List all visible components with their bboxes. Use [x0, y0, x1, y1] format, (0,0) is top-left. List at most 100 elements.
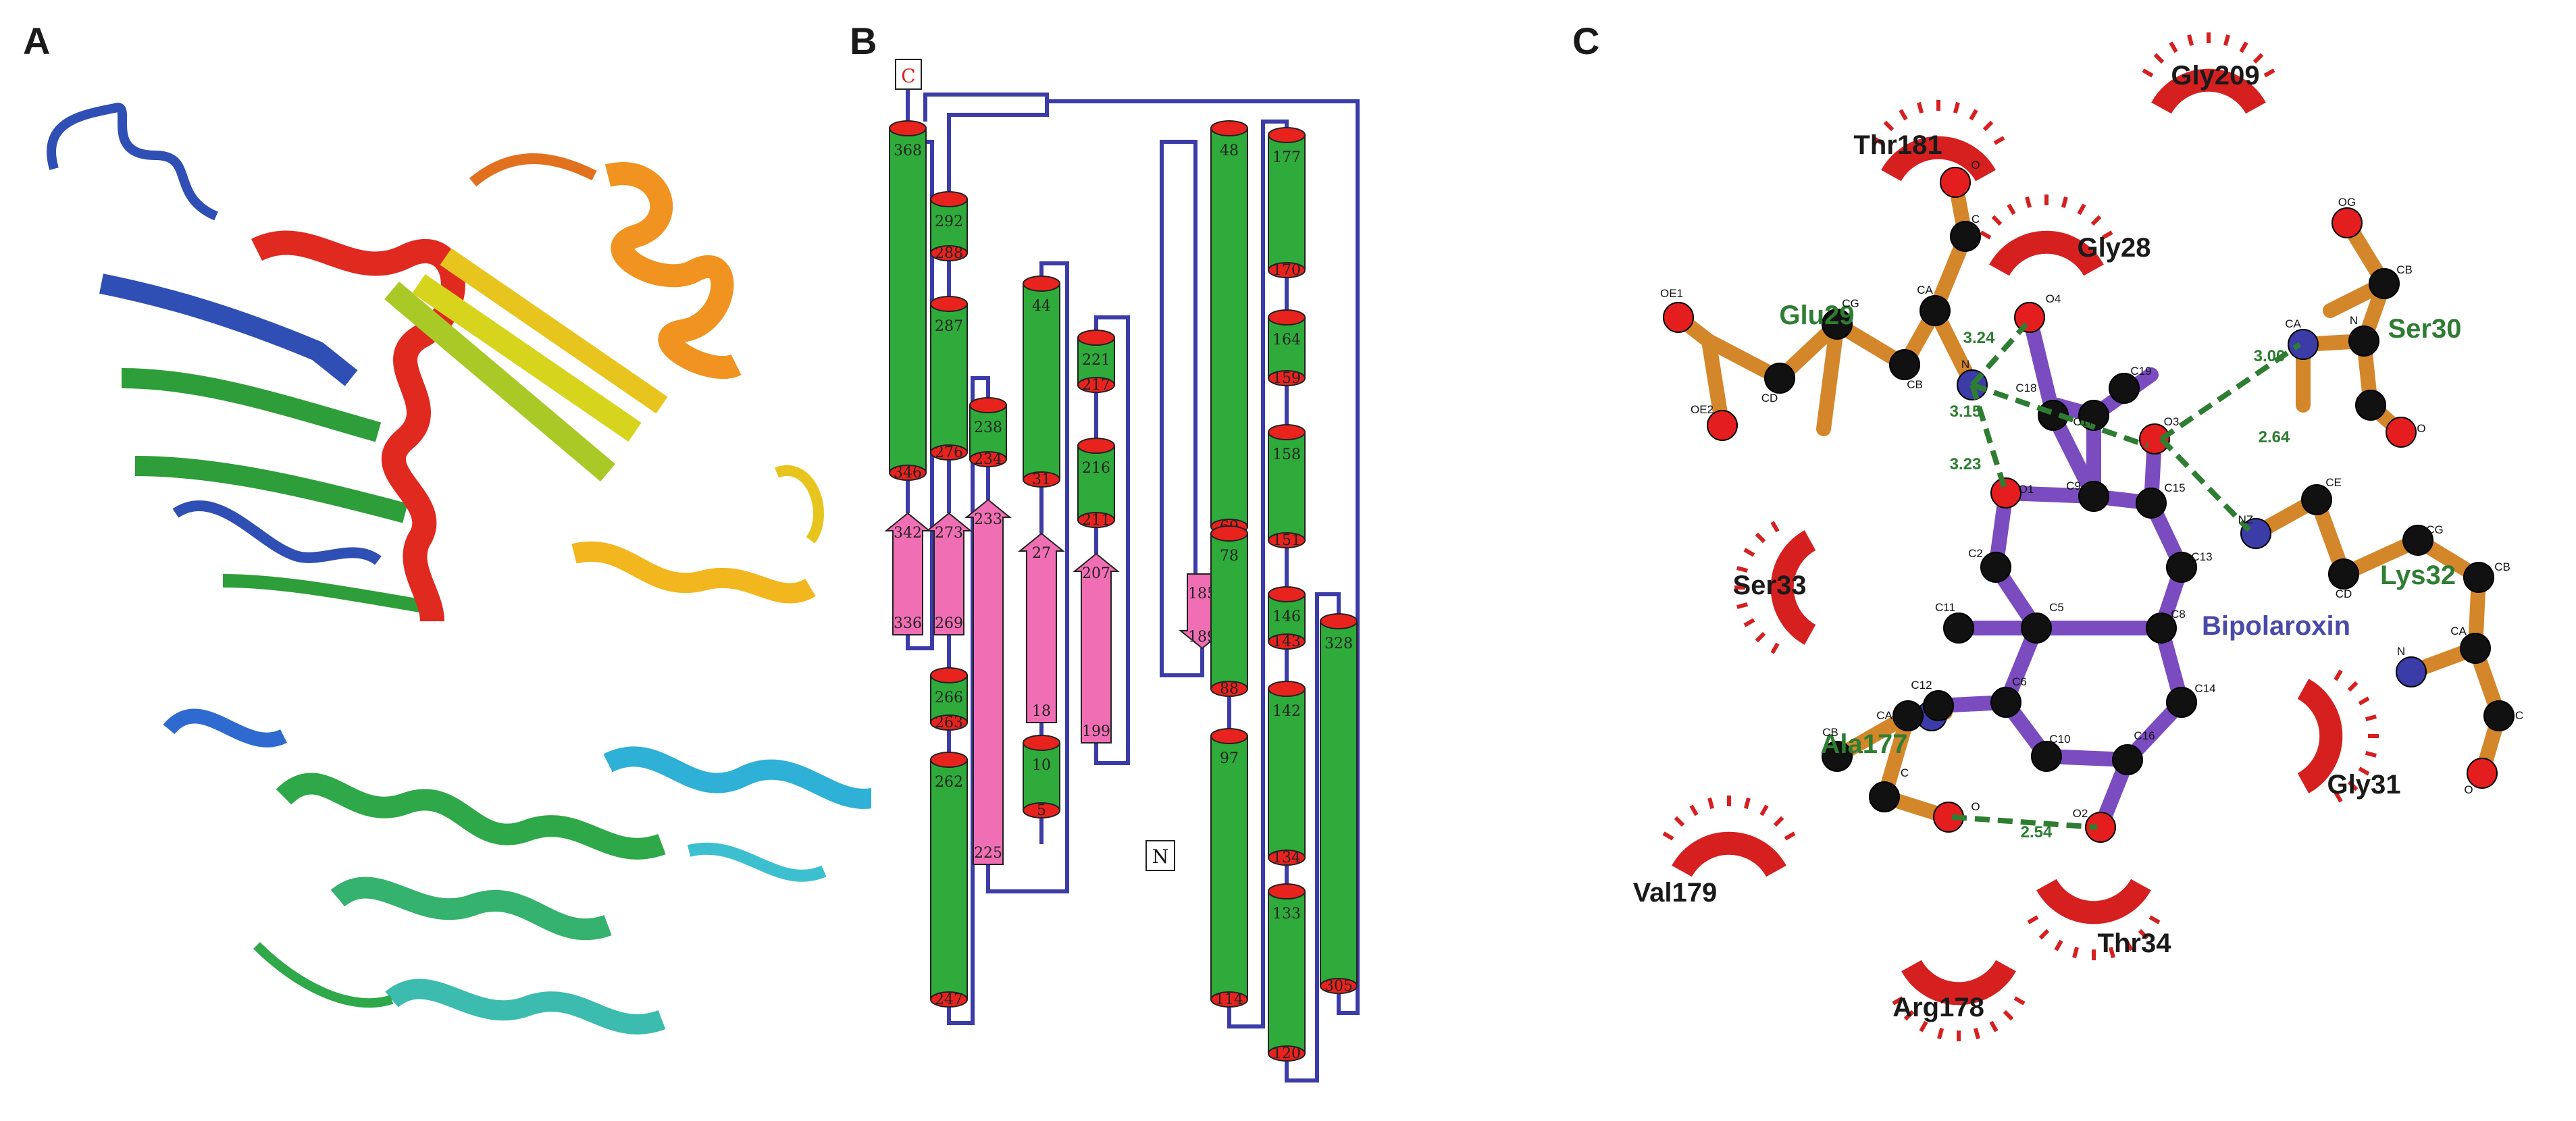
hbond-distance-label: 3.23 — [1950, 455, 1982, 473]
ligand-bond — [2022, 310, 2061, 423]
atom-label: OE2 — [1691, 403, 1714, 416]
helix-bottom-cap — [1268, 850, 1306, 866]
hydrophobic-spoke — [1759, 804, 1769, 816]
atom-label: O — [2417, 422, 2425, 435]
helix-cylinder — [930, 303, 968, 453]
atom-label: C18 — [2015, 382, 2036, 394]
ligand-o2 — [2085, 812, 2116, 843]
ligand-c5 — [2021, 612, 2052, 644]
topology-loop — [1160, 140, 1204, 677]
lys32-cd — [2328, 558, 2359, 590]
hydrophobic-spoke — [2101, 230, 2113, 240]
helix-top-cap — [1320, 613, 1358, 629]
helix-cylinder — [1268, 432, 1306, 541]
helix-end-label: 234 — [974, 451, 1002, 468]
ala177-cb — [1822, 741, 1853, 772]
hydrophobic-spoke — [1743, 798, 1751, 810]
helix-end-label: 143 — [1272, 633, 1301, 650]
hydrophobic-spoke — [1919, 1020, 1928, 1033]
strand-start-label: 273 — [935, 525, 963, 542]
hbond-distance-label: 2.54 — [2021, 823, 2053, 841]
helix-bottom-cap — [1210, 991, 1248, 1008]
helix-start-label: 78 — [1220, 548, 1239, 565]
strand-end-label: 269 — [935, 615, 963, 632]
helix-bottom-cap — [1077, 377, 1115, 393]
atom-label: NZ — [2238, 513, 2254, 526]
helix-start-label: 238 — [974, 419, 1002, 436]
hydrophobic-spoke — [2252, 53, 2264, 64]
helix-top-cap — [930, 752, 968, 768]
hydrophobic-spoke — [1773, 816, 1784, 827]
hydrophobic-spoke — [2334, 669, 2343, 681]
strand-yellow-1 — [412, 273, 642, 442]
hydrophobic-spoke — [2223, 34, 2230, 47]
hydrogen-bond — [1970, 322, 2028, 387]
hydrophobic-spoke — [1743, 618, 1755, 627]
hydrophobic-spoke — [1872, 136, 1884, 145]
ligand-c9 — [2078, 481, 2109, 512]
helix-cylinder — [1077, 445, 1115, 521]
strand-blue — [99, 273, 358, 386]
hydrophobic-spoke — [2003, 1010, 2014, 1021]
strand-arrow — [925, 512, 973, 635]
helix-end-label: 247 — [935, 991, 963, 1008]
panel-a: A — [0, 0, 871, 1121]
strand-start-label: 27 — [1032, 545, 1051, 562]
strand-green-1 — [121, 368, 382, 442]
helix-end-label: 211 — [1082, 512, 1110, 529]
helix-start-label: 287 — [935, 318, 963, 335]
hydrophobic-spoke — [1982, 120, 1994, 132]
atom-label: CB — [2396, 263, 2413, 276]
hydrophobic-spoke — [1917, 102, 1924, 114]
helix-teal-lower — [385, 979, 666, 1035]
hydrophobic-arc — [1881, 136, 1996, 182]
hydrophobic-spoke — [2365, 750, 2377, 758]
atom-label: CD — [1761, 392, 1778, 405]
ser30-o — [2386, 417, 2417, 448]
hydrophobic-spoke — [2153, 53, 2165, 64]
atom-label: C9 — [2066, 479, 2081, 492]
glu29-cg — [1822, 309, 1853, 340]
hydrophobic-spoke — [1953, 102, 1960, 114]
helix-bottom-cap — [1320, 978, 1358, 994]
helix-top-cap — [1210, 728, 1248, 744]
hydrophobic-spoke — [2025, 197, 2032, 209]
hydrophobic-val179 — [1662, 796, 1796, 877]
helix-start-label: 10 — [1032, 757, 1051, 774]
atom-label: O — [2464, 783, 2473, 796]
helix-end-label: 305 — [1324, 978, 1353, 995]
hydrophobic-arc — [2297, 679, 2343, 793]
hydrophobic-spoke — [2365, 714, 2377, 722]
hydrophobic-spoke — [2263, 68, 2275, 78]
atom-label: C11 — [1935, 601, 1955, 614]
hydrophobic-spoke — [1743, 548, 1755, 557]
hbond-distance-label: 3.00 — [2254, 347, 2286, 365]
helix-cylinder — [930, 199, 968, 254]
helix-top-cap — [1268, 424, 1306, 440]
hydrophobic-spoke — [2124, 939, 2134, 951]
helix-end-label: 5 — [1037, 802, 1046, 819]
helix-top-cap — [930, 191, 968, 207]
hydrophobic-arc — [1770, 530, 1816, 645]
hydrophobic-residue-label: Gly209 — [2171, 61, 2259, 90]
hydrophobic-spoke — [2239, 41, 2248, 53]
hydrophobic-residue-label: Gly28 — [2078, 233, 2151, 263]
ribbon-structure — [47, 103, 871, 1035]
hydrophobic-residue-label: Thr181 — [1853, 130, 1942, 160]
helix-start-label: 216 — [1082, 460, 1110, 477]
strand-yellow-2 — [440, 248, 668, 414]
helix-end-label: 159 — [1272, 370, 1301, 387]
helix-start-label: 44 — [1032, 298, 1051, 315]
helix-start-label: 266 — [935, 689, 963, 706]
panel-a-letter: A — [23, 20, 51, 62]
atom-label: N — [1961, 358, 1969, 371]
helix-bottom-cap — [1077, 512, 1115, 528]
atom-label: C6 — [2012, 675, 2027, 688]
topology-loop — [1039, 261, 1069, 834]
hbond-residue-label: Lys32 — [2380, 560, 2456, 590]
hydrophobic-spoke — [2007, 203, 2016, 215]
helix-end-label: 31 — [1032, 471, 1051, 488]
ligand-c8 — [2146, 612, 2177, 644]
atom-label: C8 — [2171, 608, 2186, 621]
hydrophobic-spoke — [2108, 946, 2115, 958]
